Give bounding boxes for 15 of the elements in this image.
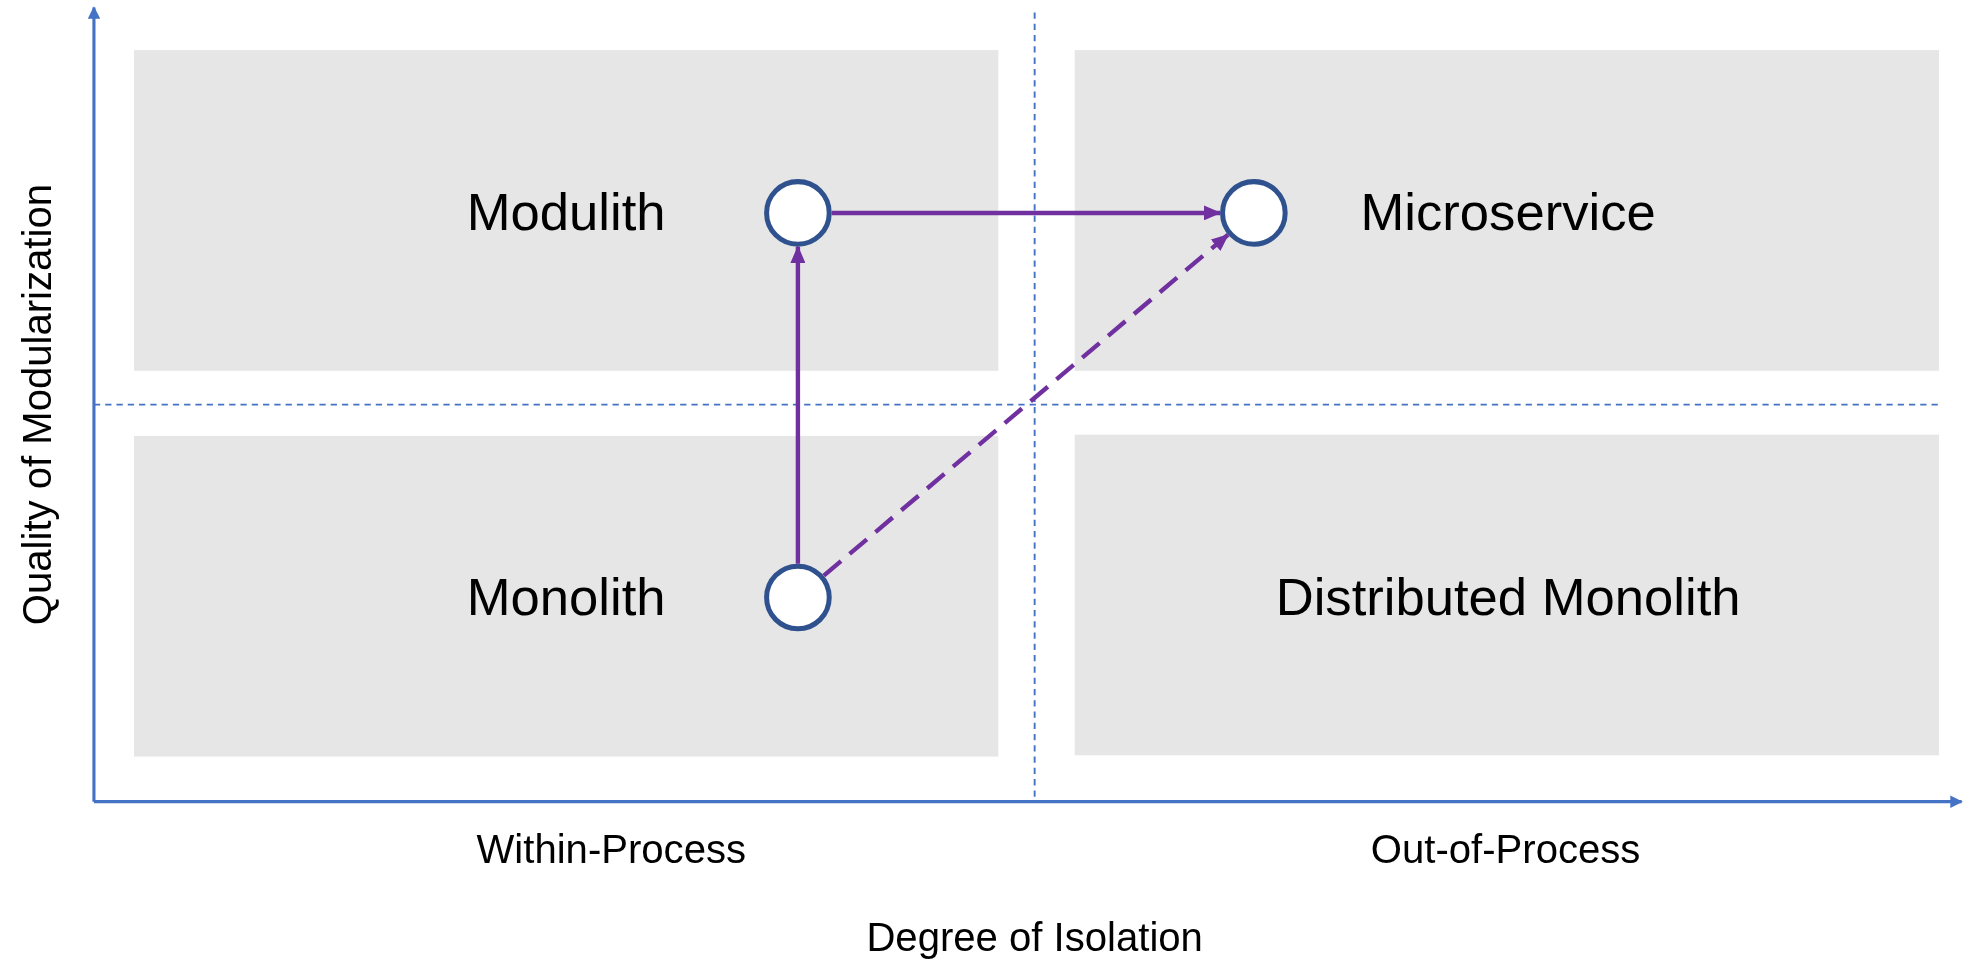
axis-title: Degree of Isolation: [866, 916, 1203, 957]
quadrant-label: Distributed Monolith: [1275, 571, 1741, 624]
quadrant-label: Microservice: [1360, 186, 1656, 240]
arrow: [831, 205, 1222, 221]
quadrant-box: [134, 50, 999, 371]
quadrant-label: Monolith: [466, 571, 666, 624]
axis-title: Quality of Modularization: [17, 184, 58, 626]
quadrant-label: Modulith: [466, 186, 666, 240]
axis-category-label: Within-Process: [476, 829, 746, 870]
quadrant-box: [134, 435, 999, 757]
axis-category-label: Out-of-Process: [1370, 829, 1641, 870]
quadrant-box: [1074, 50, 1939, 371]
arrow: [790, 245, 806, 564]
quadrant-box: [1074, 434, 1939, 756]
arrow: [822, 233, 1230, 578]
